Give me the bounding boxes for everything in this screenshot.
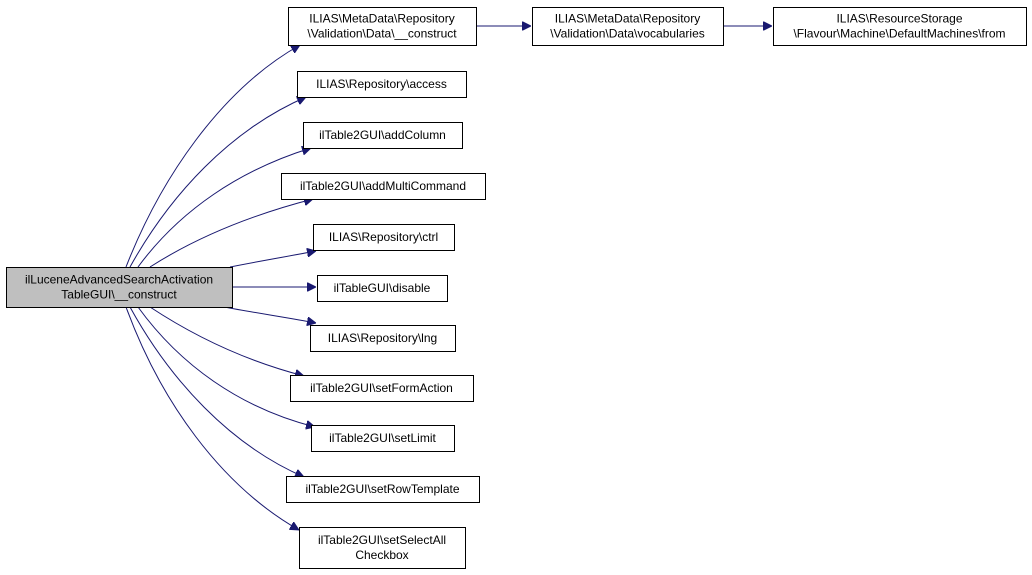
node-t_disable[interactable]: ilTableGUI\disable xyxy=(317,275,448,302)
edge-root-to-t2_addMultiCommand xyxy=(149,199,313,268)
edge-root-to-md_construct xyxy=(125,45,300,268)
node-box xyxy=(281,173,486,200)
node-label-line: ilTable2GUI\setLimit xyxy=(329,431,436,445)
node-md_vocabularies[interactable]: ILIAS\MetaData\Repository\Validation\Dat… xyxy=(532,7,724,46)
node-label-line: ilTable2GUI\setFormAction xyxy=(310,381,453,395)
edge-root-to-repo_lng xyxy=(223,306,316,323)
edge-root-to-t2_setLimit xyxy=(137,306,315,427)
node-label-line: ILIAS\MetaData\Repository xyxy=(309,12,454,26)
node-label-line: ilTable2GUI\addColumn xyxy=(319,128,446,142)
node-box xyxy=(290,375,474,402)
node-t2_addMultiCommand[interactable]: ilTable2GUI\addMultiCommand xyxy=(281,173,486,200)
node-label-line: Checkbox xyxy=(355,548,408,562)
node-box xyxy=(299,527,466,569)
node-box xyxy=(286,476,480,503)
node-box xyxy=(288,7,477,46)
node-label-line: TableGUI\__construct xyxy=(61,288,177,302)
nodes-layer: ilLuceneAdvancedSearchActivationTableGUI… xyxy=(6,7,1027,569)
node-rs_from[interactable]: ILIAS\ResourceStorage\Flavour\Machine\De… xyxy=(773,7,1027,46)
node-label-line: \Validation\Data\__construct xyxy=(307,27,457,41)
node-label-line: ilLuceneAdvancedSearchActivation xyxy=(25,273,213,287)
node-md_construct[interactable]: ILIAS\MetaData\Repository\Validation\Dat… xyxy=(288,7,477,46)
edges-layer xyxy=(125,26,772,530)
root-node[interactable]: ilLuceneAdvancedSearchActivationTableGUI… xyxy=(6,267,233,308)
node-box xyxy=(532,7,724,46)
node-label-line: ILIAS\ResourceStorage xyxy=(836,12,962,26)
edge-root-to-t2_setRowTemplate xyxy=(129,306,304,477)
edge-root-to-repo_access xyxy=(129,97,306,268)
node-repo_access[interactable]: ILIAS\Repository\access xyxy=(297,71,467,98)
node-label-line: ilTable2GUI\setRowTemplate xyxy=(305,482,459,496)
node-box xyxy=(303,122,463,149)
node-box xyxy=(311,425,455,452)
edge-root-to-t2_setFormAction xyxy=(149,306,304,376)
node-t2_addColumn[interactable]: ilTable2GUI\addColumn xyxy=(303,122,463,149)
node-t2_setFormAction[interactable]: ilTable2GUI\setFormAction xyxy=(290,375,474,402)
node-box xyxy=(317,275,448,302)
node-repo_ctrl[interactable]: ILIAS\Repository\ctrl xyxy=(313,224,455,251)
node-repo_lng[interactable]: ILIAS\Repository\lng xyxy=(310,325,456,352)
node-label-line: ILIAS\MetaData\Repository xyxy=(555,12,700,26)
edge-root-to-t2_addColumn xyxy=(137,148,311,268)
node-label-line: ILIAS\Repository\ctrl xyxy=(329,230,438,244)
node-t2_setRowTemplate[interactable]: ilTable2GUI\setRowTemplate xyxy=(286,476,480,503)
node-label-line: ILIAS\Repository\lng xyxy=(328,331,437,345)
node-label-line: ilTable2GUI\setSelectAll xyxy=(318,533,446,547)
node-box xyxy=(310,325,456,352)
node-label-line: ilTable2GUI\addMultiCommand xyxy=(300,179,466,193)
node-t2_setLimit[interactable]: ilTable2GUI\setLimit xyxy=(311,425,455,452)
node-label-line: \Flavour\Machine\DefaultMachines\from xyxy=(793,27,1005,41)
node-box xyxy=(297,71,467,98)
node-box xyxy=(773,7,1027,46)
node-label-line: ILIAS\Repository\access xyxy=(316,77,447,91)
node-label-line: \Validation\Data\vocabularies xyxy=(550,27,705,41)
edge-root-to-t2_setSelectAll xyxy=(125,306,299,530)
node-box xyxy=(6,267,233,308)
edge-root-to-repo_ctrl xyxy=(229,251,316,268)
node-label-line: ilTableGUI\disable xyxy=(334,281,431,295)
node-box xyxy=(313,224,455,251)
